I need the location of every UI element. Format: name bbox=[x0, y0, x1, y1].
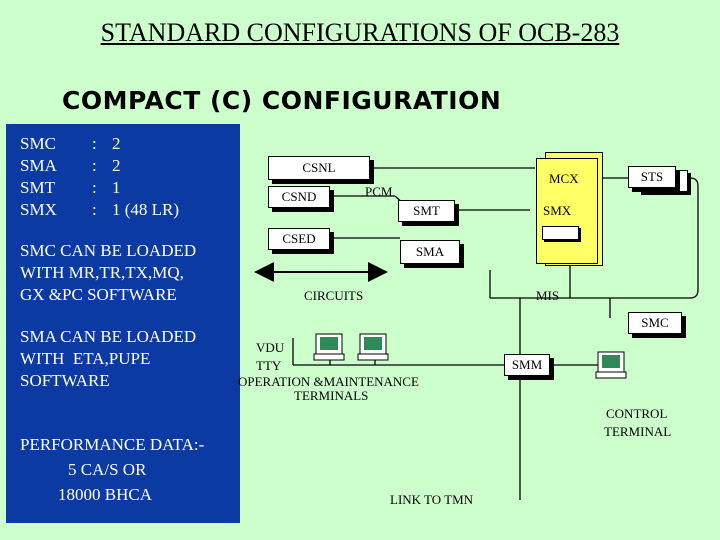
om-terminals-label-2: TERMINALS bbox=[294, 388, 369, 403]
terminal-icon bbox=[357, 333, 389, 361]
config-unit: SMC bbox=[20, 134, 56, 153]
mis-label: MIS bbox=[536, 288, 560, 303]
performance-line-1: 5 CA/S OR bbox=[68, 460, 147, 479]
csed-box: CSED bbox=[268, 228, 330, 250]
control-terminal-label-2: TERMINAL bbox=[604, 424, 672, 439]
csnl-box: CSNL bbox=[268, 156, 370, 180]
config-separator: : bbox=[92, 200, 97, 219]
config-separator: : bbox=[92, 156, 97, 175]
config-count: 1 (48 LR) bbox=[112, 200, 180, 219]
terminal-icon bbox=[313, 333, 345, 361]
config-count: 2 bbox=[112, 134, 121, 153]
smm-box: SMM bbox=[504, 354, 550, 376]
performance-line-2: 18000 BHCA bbox=[58, 485, 152, 504]
performance-data: PERFORMANCE DATA:- 5 CA/S OR 18000 BHCA bbox=[20, 432, 240, 507]
performance-heading: PERFORMANCE DATA:- bbox=[20, 435, 205, 454]
circuits-label: CIRCUITS bbox=[304, 288, 364, 303]
link-to-tmn-label: LINK TO TMN bbox=[390, 492, 474, 507]
page-title: STANDARD CONFIGURATIONS OF OCB-283 bbox=[100, 18, 620, 47]
pcm-label: PCM bbox=[365, 184, 393, 199]
vdu-label: VDU bbox=[256, 340, 285, 355]
terminal-icon bbox=[595, 351, 627, 379]
om-terminals-label-1: OPERATION &MAINTENANCE bbox=[238, 374, 419, 389]
configuration-subtitle: COMPACT (C) CONFIGURATION bbox=[62, 86, 502, 115]
smc-software-note: SMC CAN BE LOADED WITH MR,TR,TX,MQ, GX &… bbox=[20, 241, 197, 304]
config-unit: SMA bbox=[20, 156, 57, 175]
smt-box: SMT bbox=[398, 200, 455, 222]
csnd-box: CSND bbox=[268, 186, 330, 208]
config-separator: : bbox=[92, 178, 97, 197]
config-separator: : bbox=[92, 134, 97, 153]
sma-software-note: SMA CAN BE LOADED WITH ETA,PUPE SOFTWARE bbox=[20, 327, 197, 390]
info-panel: SMC : 2 SMA : 2 SMT : 1 SMX : 1 (48 LR) … bbox=[6, 124, 240, 523]
mcx-box bbox=[536, 158, 598, 264]
control-terminal-label-1: CONTROL bbox=[606, 406, 668, 421]
sma-box: SMA bbox=[400, 240, 460, 264]
tty-label: TTY bbox=[256, 358, 282, 373]
mcx-label: MCX bbox=[549, 171, 579, 186]
config-count: 2 bbox=[112, 156, 121, 175]
config-unit: SMX bbox=[20, 200, 57, 219]
smc-box: SMC bbox=[628, 312, 682, 334]
mcx-slot bbox=[542, 226, 579, 240]
config-unit: SMT bbox=[20, 178, 55, 197]
config-count: 1 bbox=[112, 178, 121, 197]
smx-label: SMX bbox=[543, 203, 572, 218]
sts-box: STS bbox=[628, 166, 676, 188]
